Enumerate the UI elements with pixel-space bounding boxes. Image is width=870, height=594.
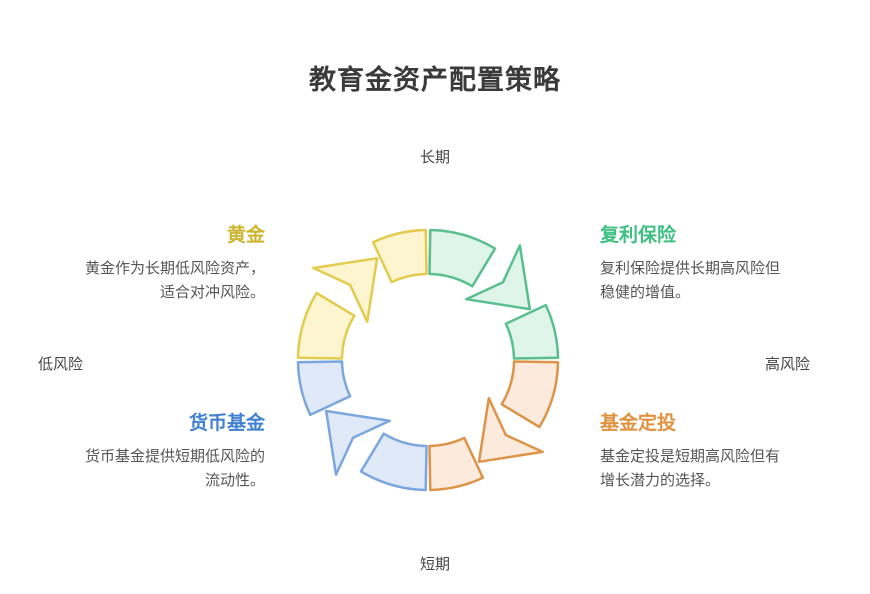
quadrant-money-fund-description: 货币基金提供短期低风险的流动性。 [84,448,265,489]
fund-arc-head [428,436,485,492]
insurance-arc-head [504,303,560,360]
insurance-arrowhead-icon [464,244,532,311]
cycle-diagram [296,228,560,492]
segment-fund-investment [428,360,560,492]
money-arrowhead-icon [324,409,392,476]
gold-arc-head [371,228,428,284]
quadrant-gold-label: 黄金 [226,225,265,246]
money-arc-tail [359,432,428,492]
diagram-title: 教育金资产配置策略 [309,65,561,95]
segment-gold [296,228,428,360]
segment-money-fund [296,360,428,492]
axis-label-short-term: 短期 [419,556,450,573]
insurance-arc-tail [428,228,497,288]
quadrant-money-fund: 货币基金 货币基金提供短期低风险的流动性。 [73,408,265,492]
quadrant-insurance-description: 复利保险提供长期高风险但稳健的增值。 [600,260,781,301]
quadrant-gold-description: 黄金作为长期低风险资产，适合对冲风险。 [84,260,265,301]
gold-arrowhead-icon [312,256,379,324]
money-arc-head [296,360,352,417]
fund-arrowhead-icon [477,396,544,464]
quadrant-money-fund-label: 货币基金 [188,413,265,434]
axis-label-low-risk: 低风险 [38,356,84,373]
axis-label-high-risk: 高风险 [765,356,811,373]
segment-insurance [428,228,560,360]
quadrant-fund-investment: 基金定投 基金定投是短期高风险但有增长潜力的选择。 [600,408,792,492]
fund-arc-tail [500,360,560,429]
quadrant-insurance: 复利保险 复利保险提供长期高风险但稳健的增值。 [600,220,792,304]
axis-label-long-term: 长期 [419,149,450,166]
gold-arc-tail [296,291,356,360]
quadrant-gold: 黄金 黄金作为长期低风险资产，适合对冲风险。 [73,220,265,304]
quadrant-insurance-label: 复利保险 [600,225,677,246]
quadrant-fund-investment-label: 基金定投 [600,413,677,434]
quadrant-fund-investment-description: 基金定投是短期高风险但有增长潜力的选择。 [600,448,781,489]
